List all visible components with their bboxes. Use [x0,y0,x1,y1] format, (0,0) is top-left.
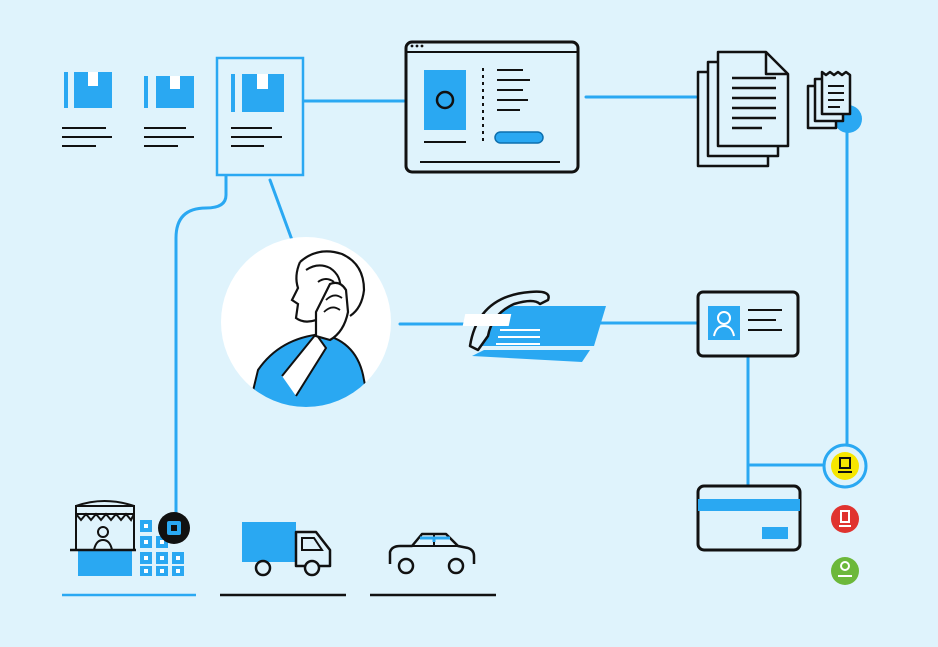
product-box-icon[interactable] [62,72,112,147]
receipt-stack-icon[interactable] [806,70,862,133]
market-stall-icon[interactable] [70,500,190,576]
document-stack-icon[interactable] [696,50,790,168]
product-box-icon[interactable] [144,76,194,147]
connector-card-to-market [174,173,228,514]
delivery-truck-icon[interactable] [242,522,332,577]
product-card-selected-icon[interactable] [215,56,305,177]
status-indicator-rejected[interactable] [831,505,859,533]
id-card-icon[interactable] [696,290,800,358]
customer-on-phone-icon[interactable] [221,237,391,420]
connector-card-to-customer [268,178,294,242]
bank-card-icon[interactable] [696,484,802,552]
car-icon[interactable] [388,532,476,575]
status-indicator-approved[interactable] [831,557,859,585]
desk-telephone-icon[interactable] [462,290,606,362]
web-page-window-icon[interactable] [404,40,580,174]
status-indicator-pending[interactable] [822,443,868,489]
connectors [174,95,849,514]
